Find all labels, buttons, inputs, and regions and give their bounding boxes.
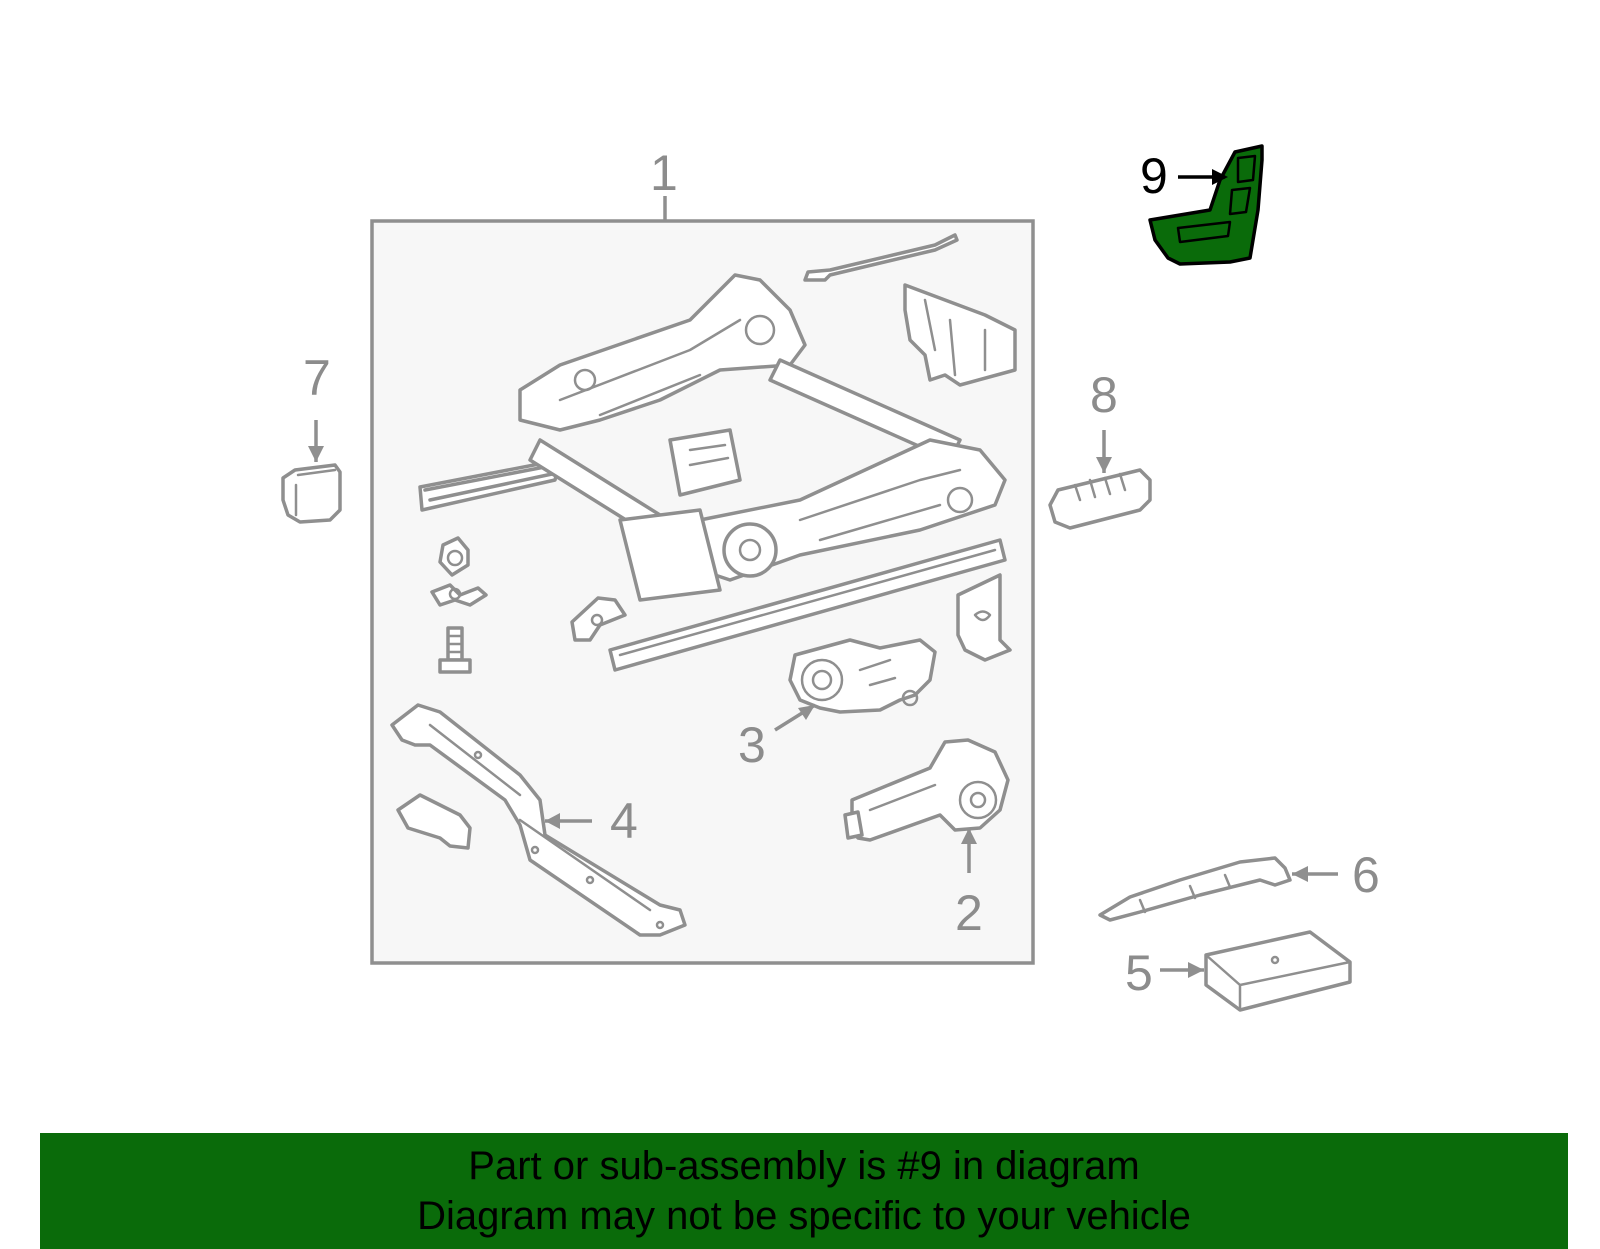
cap-part-7[interactable]: [281, 463, 342, 524]
seat-bracket-part[interactable]: [903, 283, 1017, 387]
callout-5-label[interactable]: 5: [1125, 945, 1153, 1001]
callout-9-label[interactable]: 9: [1140, 148, 1168, 204]
control-module-part-5[interactable]: [1204, 930, 1352, 1012]
banner-line-1: Part or sub-assembly is #9 in diagram: [468, 1144, 1140, 1188]
side-bracket-part[interactable]: [956, 573, 1012, 662]
callout-8-label[interactable]: 8: [1090, 367, 1118, 423]
callout-4-label[interactable]: 4: [610, 793, 638, 849]
callout-6-label[interactable]: 6: [1352, 847, 1380, 903]
rail-bracket-part-4[interactable]: [390, 703, 687, 937]
switch-cover-part-8[interactable]: [1048, 468, 1152, 530]
motor-part-2[interactable]: [843, 738, 1010, 842]
callout-7-label[interactable]: 7: [303, 350, 331, 406]
callout-1-label[interactable]: 1: [650, 145, 678, 201]
clip-bracket-part[interactable]: [570, 596, 627, 642]
small-clamp-part[interactable]: [430, 583, 488, 607]
info-banner: Part or sub-assembly is #9 in diagram Di…: [40, 1133, 1568, 1249]
bolt-part[interactable]: [438, 626, 472, 674]
callout-3-label[interactable]: 3: [738, 717, 766, 773]
banner-line-2: Diagram may not be specific to your vehi…: [417, 1194, 1191, 1238]
seat-strap-part[interactable]: [803, 233, 959, 282]
small-rail-clip-part[interactable]: [396, 793, 472, 850]
seat-track-frame-part[interactable]: [418, 273, 1007, 672]
motor-part-3[interactable]: [788, 638, 937, 714]
callout-2-label[interactable]: 2: [955, 885, 983, 941]
small-clip-part[interactable]: [438, 536, 470, 577]
bracket-part-6[interactable]: [1098, 856, 1292, 922]
